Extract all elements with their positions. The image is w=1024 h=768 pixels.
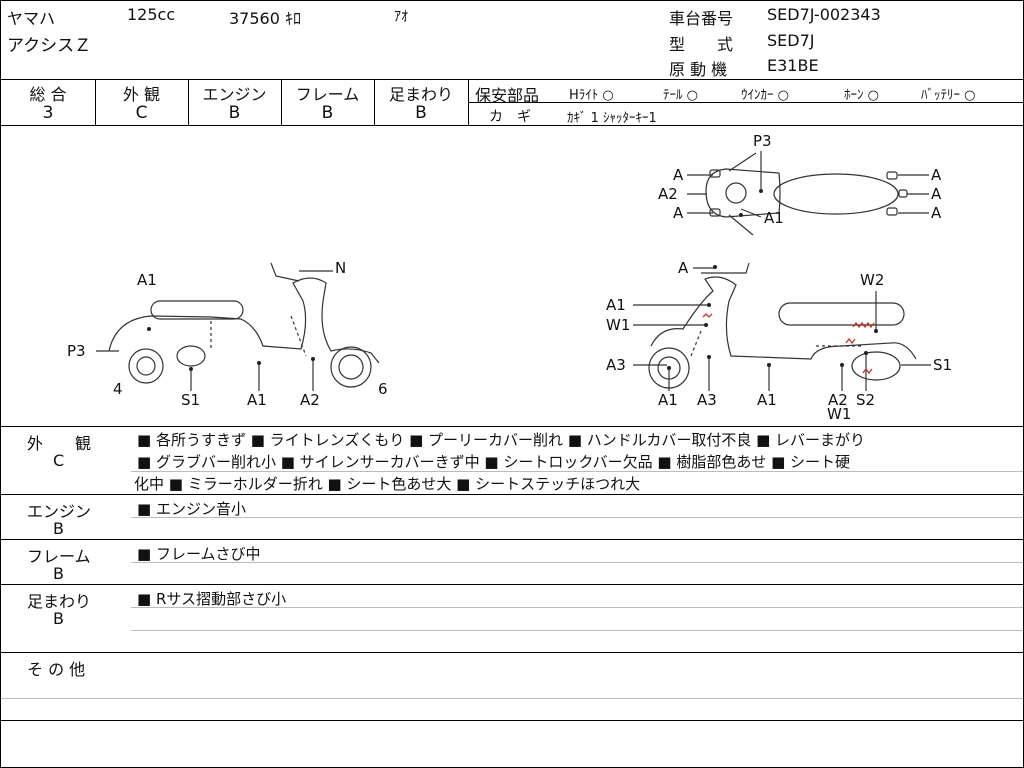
grade-exterior-label: 外 観 [122,85,161,104]
engine-label: 原 動 機 [669,60,728,79]
grade-engine-label: エンジン [202,85,267,104]
diagram-label: A1 [606,296,626,314]
notes-suspension-label: 足まわり [27,592,92,611]
diagram-label: A [678,259,689,277]
diagram-label: A1 [757,391,777,409]
scooter-right-side-icon [648,262,917,389]
frame-no-label: 車台番号 [669,9,734,28]
grade-suspension-label: 足まわり [388,85,453,104]
diagram-label: 4 [113,380,123,398]
diagram-label: A2 [828,391,848,409]
diagram-label: A [673,204,684,222]
diagram-label: A1 [137,271,157,289]
type-label: 型 式 [669,35,734,54]
diagram-label: 6 [378,380,388,398]
grade-overall-value: 3 [42,103,54,123]
diagram-label: A [931,204,942,222]
suspension-note-line: ■ Rサス摺動部さび小 [137,590,287,608]
safety-tail: ﾃｰﾙ ○ [663,88,698,103]
grade-suspension-value: B [415,103,427,123]
frame-no: SED7J-002343 [767,5,881,24]
diagram-label: A2 [300,391,320,409]
grade-frame-label: フレーム [295,85,360,104]
diagram-label: P3 [753,132,772,150]
diagram-label: A1 [764,209,784,227]
notes-suspension-grade: B [53,609,64,628]
exterior-note-line: 化中 ■ ミラーホルダー折れ ■ シート色あせ大 ■ シートステッチほつれ大 [134,475,641,493]
diagram-label: W1 [606,316,631,334]
diagram-label: S1 [181,391,201,409]
diagram-label: P3 [67,342,86,360]
notes-engine-label: エンジン [27,502,92,521]
diagram-label: A [931,185,942,203]
grade-exterior-value: C [135,103,148,123]
damage-diagram [96,151,931,391]
frame-note-line: ■ フレームさび中 [137,545,261,563]
notes-exterior-grade: C [53,451,65,470]
diagram-label: W2 [860,271,885,289]
diagram-label: A1 [247,391,267,409]
engine-note-line: ■ エンジン音小 [137,500,246,518]
diagram-label: A1 [658,391,678,409]
exterior-note-line: ■ グラブバー削れ小 ■ サイレンサーカバーきず中 ■ シートロックバー欠品 ■… [137,453,851,471]
diagram-label: S2 [856,391,876,409]
mileage: 37560 ｷﾛ [229,9,301,28]
diagram-label: A3 [606,356,626,374]
displacement: 125cc [127,5,176,24]
key-value: ｶｷﾞ 1 ｼｬｯﾀｰｷｰ1 [567,111,657,126]
safety-headlight: Hﾗｲﾄ ○ [569,88,614,103]
notes-engine-grade: B [53,519,64,538]
diagram-label: A [931,166,942,184]
safety-horn: ﾎｰﾝ ○ [844,88,879,103]
safety-battery: ﾊﾞｯﾃﾘｰ ○ [921,88,976,103]
diagram-label: A2 [658,185,678,203]
key-label: カ ギ [489,109,531,125]
notes-other-label: そ の 他 [27,660,86,679]
type-value: SED7J [767,31,815,50]
grade-engine-value: B [228,103,241,123]
scooter-left-side-icon [108,262,380,388]
body-color: ｱｵ [394,9,408,25]
safety-label: 保安部品 [475,86,540,105]
maker: ヤマハ [7,9,56,28]
model-name: アクシスＺ [7,36,92,56]
notes-exterior-label: 外 観 [27,434,92,453]
exterior-note-line: ■ 各所うすきず ■ ライトレンズくもり ■ プーリーカバー削れ ■ ハンドルカ… [137,431,866,449]
notes-frame-label: フレーム [27,547,91,566]
safety-winker: ｳｲﾝｶｰ ○ [741,88,789,103]
grade-overall-label: 総 合 [29,85,67,104]
diagram-label: S1 [933,356,953,374]
scooter-top-view-icon [705,152,908,236]
diagram-label: N [335,259,347,277]
notes-frame-grade: B [53,564,64,583]
grade-frame-value: B [321,103,334,123]
diagram-label: W1 [827,405,852,423]
engine-value: E31BE [767,56,819,75]
diagram-label: A [673,166,684,184]
diagram-label: A3 [697,391,717,409]
